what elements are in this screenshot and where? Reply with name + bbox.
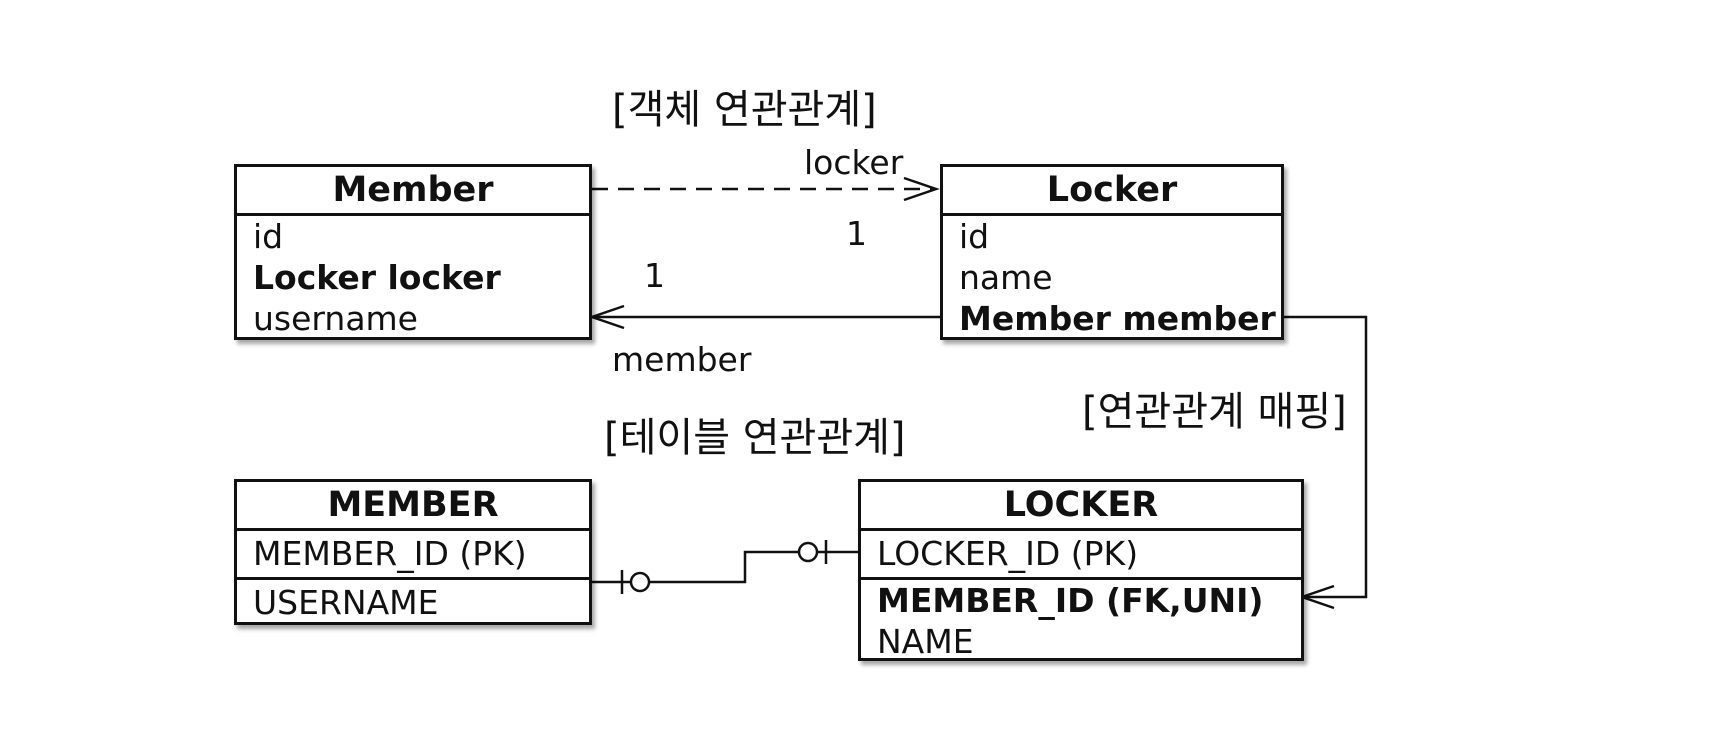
member-field-username: username — [253, 299, 418, 338]
locker-table-pk-section: LOCKER_ID (PK) — [861, 531, 1301, 577]
member-role-label: member — [612, 340, 752, 379]
locker-table-box: LOCKER LOCKER_ID (PK) MEMBER_ID (FK,UNI)… — [858, 479, 1304, 661]
locker-table-pk: LOCKER_ID (PK) — [877, 534, 1139, 573]
member-table-box: MEMBER MEMBER_ID (PK) USERNAME — [234, 479, 592, 625]
member-multiplicity-label: 1 — [644, 256, 665, 295]
member-class-name: Member — [237, 167, 589, 216]
locker-class-name: Locker — [943, 167, 1281, 216]
member-table-name: MEMBER — [237, 482, 589, 531]
locker-table-name: LOCKER — [861, 482, 1301, 531]
locker-table-columns: MEMBER_ID (FK,UNI) NAME — [861, 577, 1301, 662]
locker-multiplicity-label: 1 — [846, 214, 867, 253]
member-table-pk-section: MEMBER_ID (PK) — [237, 531, 589, 577]
member-class-box: Member id Locker locker username — [234, 164, 592, 340]
locker-table-column-name: NAME — [877, 622, 974, 661]
object-relation-title: [객체 연관관계] — [612, 87, 877, 133]
zero-circle-icon — [629, 571, 651, 593]
member-class-fields: id Locker locker username — [237, 216, 589, 339]
member-field-locker: Locker locker — [253, 258, 501, 297]
member-table-pk: MEMBER_ID (PK) — [253, 534, 527, 573]
mapping-title: [연관관계 매핑] — [1082, 389, 1347, 435]
locker-field-id: id — [959, 217, 990, 256]
locker-field-name: name — [959, 258, 1053, 297]
locker-table-column-member-id: MEMBER_ID (FK,UNI) — [877, 581, 1264, 620]
locker-to-member-arrow — [588, 304, 940, 330]
locker-class-box: Locker id name Member member — [940, 164, 1284, 340]
locker-field-member: Member member — [959, 299, 1276, 338]
table-relation-title: [테이블 연관관계] — [604, 415, 906, 461]
locker-class-fields: id name Member member — [943, 216, 1281, 339]
zero-circle-icon — [797, 541, 819, 563]
table-relationship-line — [592, 540, 858, 594]
member-table-column-username: USERNAME — [253, 583, 439, 622]
member-field-id: id — [253, 217, 284, 256]
member-to-locker-arrow — [592, 176, 940, 202]
member-table-columns: USERNAME — [237, 577, 589, 626]
locker-role-label: locker — [804, 143, 904, 182]
